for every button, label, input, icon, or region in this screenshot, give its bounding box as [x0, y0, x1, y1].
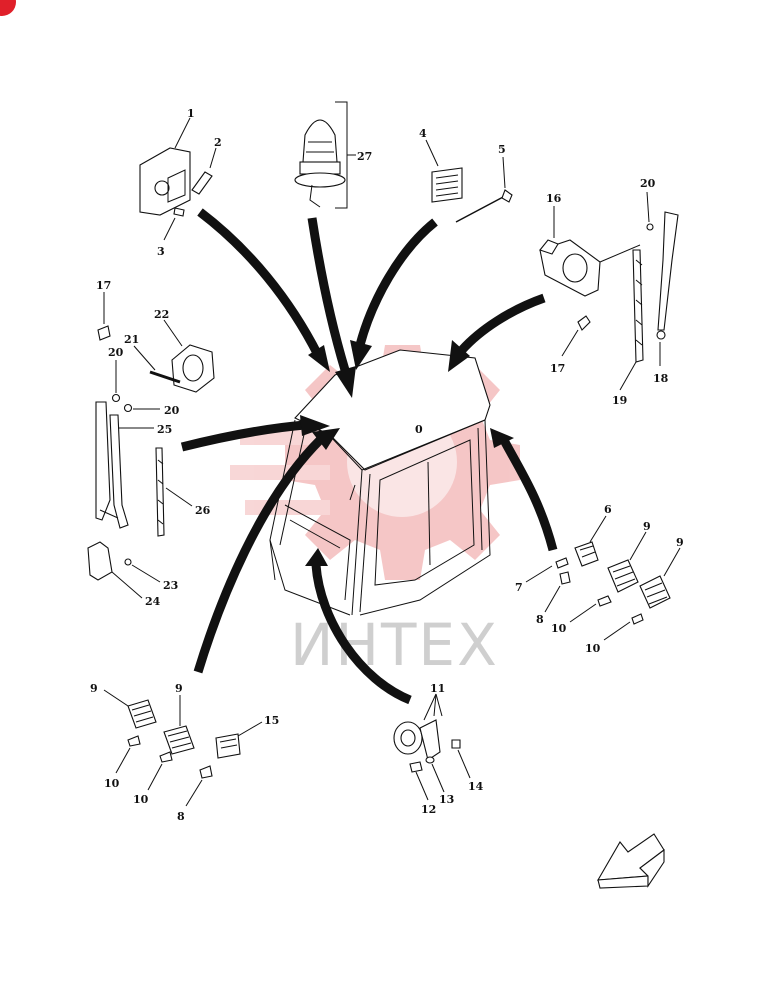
callout-c20b: 20	[108, 346, 124, 359]
callout-c0: 0	[415, 423, 423, 436]
pointer-arrows	[180, 208, 558, 705]
part-17-nozzle-left	[97, 325, 111, 341]
part-23-screw	[124, 558, 132, 566]
callout-c8b: 8	[177, 810, 185, 823]
part-3-clip	[173, 207, 185, 217]
part-6-marker-lamp	[574, 541, 599, 567]
callout-c12: 12	[421, 803, 436, 816]
part-21-shaft	[149, 370, 181, 384]
callout-c1: 1	[187, 107, 195, 120]
part-7-bulb	[555, 557, 569, 569]
callout-c19: 19	[612, 394, 627, 407]
callout-c23: 23	[163, 579, 178, 592]
callout-c3: 3	[157, 245, 165, 258]
callout-c6: 6	[604, 503, 612, 516]
callout-c24: 24	[145, 595, 161, 608]
part-16-wiper-motor	[539, 239, 601, 297]
part-9-work-lamp-left-1	[127, 699, 157, 729]
callout-c10c: 10	[104, 777, 120, 790]
part-13-washer	[425, 756, 435, 764]
part-15-marker-lamp-left	[215, 733, 241, 759]
corner-badge	[0, 0, 16, 16]
part-5-rod	[455, 189, 513, 223]
callout-c7: 7	[515, 581, 523, 594]
part-8-bulb-right	[559, 571, 571, 585]
part-8-bulb-left	[199, 765, 213, 779]
part-17-nozzle-right	[577, 315, 591, 331]
part-10-bulb-left-2	[159, 751, 173, 763]
part-19-wiper-blade	[632, 249, 644, 363]
part-12-bolt	[409, 761, 423, 773]
callout-c16: 16	[546, 192, 562, 205]
callout-c20c: 20	[164, 404, 180, 417]
direction-arrow-icon	[596, 833, 665, 889]
part-10-bulb-right-1	[597, 595, 612, 607]
part-2-bulb	[191, 171, 213, 195]
callout-c17a: 17	[96, 279, 111, 292]
callout-c27: 27	[357, 150, 372, 163]
callout-c10b: 10	[585, 642, 601, 655]
part-18-wiper-arm	[656, 211, 679, 340]
part-27-beacon-lamp	[294, 119, 346, 208]
callout-c20a: 20	[640, 177, 656, 190]
callout-c9b: 9	[676, 536, 684, 549]
callout-c26: 26	[195, 504, 211, 517]
callout-c9c: 9	[90, 682, 98, 695]
part-22-wiper-motor-rear	[171, 344, 215, 393]
part-11-horn	[393, 719, 441, 761]
callout-c8a: 8	[536, 613, 544, 626]
part-9-work-lamp-left-2	[163, 725, 195, 755]
callout-c10d: 10	[133, 793, 149, 806]
part-25-wiper-arms-left	[95, 401, 129, 529]
callout-c22: 22	[154, 308, 169, 321]
part-26-wiper-blade-left	[155, 447, 165, 537]
callout-c10a: 10	[551, 622, 567, 635]
part-1-lamp-housing	[139, 147, 191, 216]
callout-c2: 2	[214, 136, 222, 149]
callout-c18: 18	[653, 372, 669, 385]
part-24-mirror-plate	[87, 541, 113, 581]
part-10-bulb-right-2	[631, 613, 644, 625]
callout-c17b: 17	[550, 362, 565, 375]
part-4-vent-grille	[431, 167, 463, 203]
callout-c9d: 9	[175, 682, 183, 695]
watermark-text: ИНТЕХ	[290, 611, 499, 679]
callout-c5: 5	[498, 143, 506, 156]
callout-c25: 25	[157, 423, 172, 436]
part-10-bulb-left-1	[127, 735, 141, 747]
callout-c13: 13	[439, 793, 454, 806]
callout-c14: 14	[468, 780, 484, 793]
part-14-nut	[451, 739, 461, 749]
callout-c21: 21	[124, 333, 139, 346]
part-9-work-lamp-right-2	[639, 575, 671, 609]
part-9-work-lamp-right-1	[607, 559, 639, 593]
callout-c11: 11	[430, 682, 445, 695]
callout-c4: 4	[419, 127, 427, 140]
callout-c15: 15	[264, 714, 279, 727]
callout-c9a: 9	[643, 520, 651, 533]
